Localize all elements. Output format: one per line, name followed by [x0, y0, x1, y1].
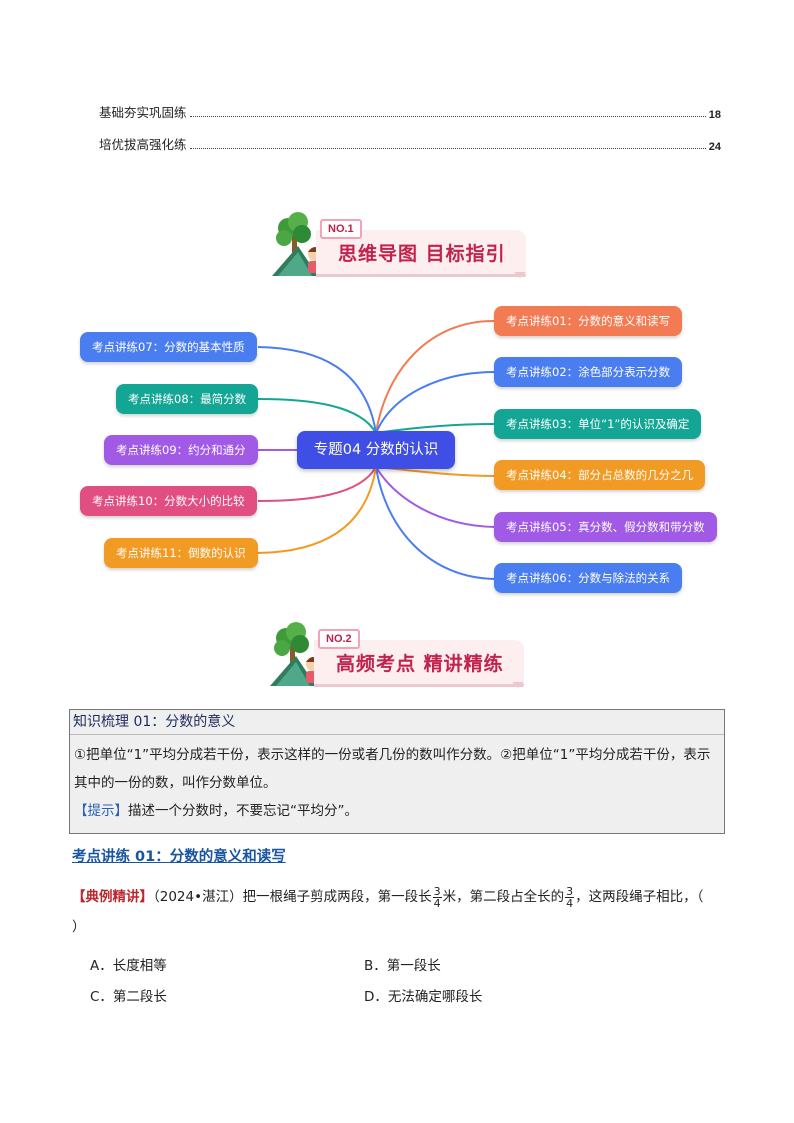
fraction-denominator: 4 — [433, 896, 441, 910]
question-text-4: ） — [72, 919, 86, 935]
banner-tip — [512, 682, 524, 688]
tree-kid-icon — [272, 212, 322, 276]
knowledge-box: 知识梳理 01：分数的意义 ①把单位“1”平均分成若干份，表示这样的一份或者几份… — [69, 709, 725, 834]
mindmap-node-left[interactable]: 考点讲练11：倒数的认识 — [104, 538, 258, 568]
banner-title: 高频考点 精讲精练 — [336, 653, 504, 675]
mindmap-node-right[interactable]: 考点讲练01：分数的意义和读写 — [494, 306, 683, 336]
option-d[interactable]: D．无法确定哪段长 — [364, 989, 483, 1005]
question-text-3: ，这两段绳子相比，（ — [575, 889, 704, 905]
question-text-2: 米，第二段占全长的 — [442, 889, 565, 905]
mindmap-node-left[interactable]: 考点讲练08：最简分数 — [116, 384, 259, 414]
mindmap-node-left[interactable]: 考点讲练10：分数大小的比较 — [80, 486, 257, 516]
fraction-numerator: 3 — [432, 884, 442, 898]
toc-page: 18 — [708, 109, 721, 121]
fraction-denominator: 4 — [566, 896, 574, 910]
toc-page: 24 — [708, 141, 721, 153]
option-b[interactable]: B．第一段长 — [364, 958, 441, 974]
question-text-1: 把一根绳子剪成两段，第一段长 — [242, 889, 432, 905]
knowledge-text: ①把单位“1”平均分成若干份，表示这样的一份或者几份的数叫作分数。②把单位“1”… — [74, 747, 711, 791]
toc-entry[interactable]: 基础夯实巩固练 18 — [99, 101, 721, 121]
option-a[interactable]: A．长度相等 — [90, 958, 167, 974]
banner-tip — [514, 272, 526, 278]
section-banner-2: NO.2 高频考点 精讲精练 — [266, 622, 536, 692]
tip-text: 描述一个分数时，不要忘记“平均分”。 — [128, 803, 358, 819]
banner-number: NO.2 — [318, 629, 360, 649]
mindmap-node-right[interactable]: 考点讲练06：分数与除法的关系 — [494, 563, 683, 593]
toc-label: 基础夯实巩固练 — [99, 105, 187, 120]
toc-leader — [189, 115, 706, 117]
question-source: （2024•湛江） — [153, 889, 243, 905]
tip-label: 【提示】 — [74, 803, 128, 819]
knowledge-body: ①把单位“1”平均分成若干份，表示这样的一份或者几份的数叫作分数。②把单位“1”… — [70, 735, 724, 825]
mindmap-node-right[interactable]: 考点讲练02：涂色部分表示分数 — [494, 357, 683, 387]
banner-number: NO.1 — [320, 219, 362, 239]
mindmap-node-left[interactable]: 考点讲练07：分数的基本性质 — [80, 332, 257, 362]
mindmap-center[interactable]: 专题04 分数的认识 — [297, 431, 455, 469]
toc-entry[interactable]: 培优拔高强化练 24 — [99, 133, 721, 153]
fraction-numerator: 3 — [565, 884, 575, 898]
mindmap-node-left[interactable]: 考点讲练09：约分和通分 — [104, 435, 258, 465]
mindmap-node-right[interactable]: 考点讲练05：真分数、假分数和带分数 — [494, 512, 717, 542]
toc-leader — [189, 147, 706, 149]
section-banner-1: NO.1 思维导图 目标指引 — [268, 212, 538, 282]
mindmap-node-right[interactable]: 考点讲练03：单位“1”的认识及确定 — [494, 409, 702, 439]
toc-label: 培优拔高强化练 — [99, 137, 187, 152]
knowledge-tip: 【提示】描述一个分数时，不要忘记“平均分”。 — [74, 797, 721, 825]
option-c[interactable]: C．第二段长 — [90, 989, 167, 1005]
knowledge-header: 知识梳理 01：分数的意义 — [70, 710, 724, 735]
mindmap-node-right[interactable]: 考点讲练04：部分占总数的几分之几 — [494, 460, 706, 490]
section-title[interactable]: 考点讲练 01：分数的意义和读写 — [72, 849, 286, 865]
question-tag: 【典例精讲】 — [72, 889, 153, 905]
banner-title: 思维导图 目标指引 — [338, 243, 506, 265]
